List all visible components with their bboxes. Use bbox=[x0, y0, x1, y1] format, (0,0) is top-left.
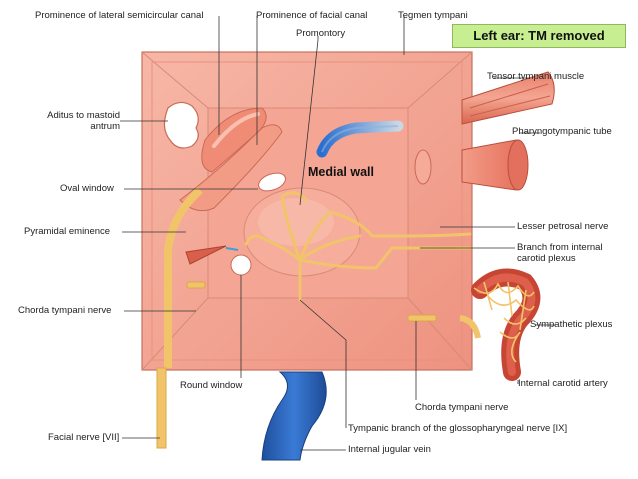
label-pharyngotympanic: Pharyngotympanic tube bbox=[512, 126, 612, 137]
chorda-tympani-exit bbox=[459, 315, 481, 339]
label-chorda-left: Chorda tympani nerve bbox=[18, 305, 112, 316]
label-facial-nerve: Facial nerve [VII] bbox=[48, 432, 120, 443]
tube-opening bbox=[414, 149, 432, 185]
tensor-canal bbox=[316, 120, 404, 158]
promontory-bulge bbox=[243, 187, 361, 277]
leader-lines bbox=[120, 16, 555, 451]
label-branch-carotid: Branch from internal carotid plexus bbox=[517, 242, 603, 264]
internal-carotid-artery bbox=[471, 268, 541, 381]
chorda-tympani-right-segment bbox=[407, 314, 437, 322]
label-aditus: Aditus to mastoid antrum bbox=[47, 110, 120, 132]
diagram-title: Left ear: TM removed bbox=[452, 24, 626, 48]
pharyngotympanic-tube bbox=[461, 139, 529, 191]
sympathetic-plexus bbox=[473, 281, 535, 363]
label-jugular: Internal jugular vein bbox=[348, 444, 431, 455]
medial-wall-label: Medial wall bbox=[308, 165, 374, 179]
label-promontory: Promontory bbox=[296, 28, 346, 39]
tympanic-plexus bbox=[244, 191, 472, 302]
pyramidal-eminence bbox=[185, 245, 239, 265]
chorda-tympani-left-segment bbox=[186, 281, 206, 289]
label-pyramidal: Pyramidal eminence bbox=[24, 226, 111, 237]
label-facial-canal: Prominence of facial canal bbox=[256, 10, 368, 21]
label-tegmen: Tegmen tympani bbox=[398, 10, 468, 21]
label-internal-carotid: Internal carotid artery bbox=[518, 378, 608, 389]
facial-nerve bbox=[156, 187, 203, 449]
tensor-tympani-muscle bbox=[461, 71, 555, 125]
label-lesser-petrosal: Lesser petrosal nerve bbox=[517, 221, 609, 232]
label-oval-window: Oval window bbox=[60, 183, 114, 194]
label-tympanic-branch: Tympanic branch of the glossopharyngeal … bbox=[348, 423, 568, 434]
label-round-window: Round window bbox=[180, 380, 243, 391]
oval-window bbox=[258, 172, 286, 192]
label-chorda-right: Chorda tympani nerve bbox=[415, 402, 509, 413]
internal-jugular-vein bbox=[261, 371, 327, 461]
label-lateral-canal: Prominence of lateral semicircular canal bbox=[35, 10, 204, 21]
aditus-opening bbox=[163, 101, 199, 149]
label-tensor-tympani: Tensor tympani muscle bbox=[487, 71, 585, 82]
label-sympathetic: Sympathetic plexus bbox=[530, 319, 613, 330]
round-window bbox=[230, 254, 252, 276]
